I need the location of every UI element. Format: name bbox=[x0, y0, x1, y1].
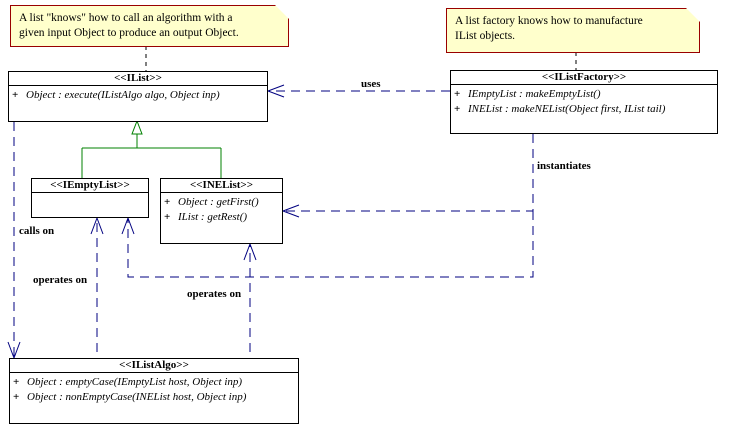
inelist-op-getrest: + IList : getRest() bbox=[164, 210, 279, 225]
iemptylist-class[interactable]: <<IEmptyList>> bbox=[31, 178, 149, 218]
ilist-note-line-2: given input Object to produce an output … bbox=[19, 27, 239, 39]
generalization-arrowhead bbox=[131, 119, 143, 135]
uses-label: uses bbox=[361, 78, 381, 90]
inelist-op-getfirst: + Object : getFirst() bbox=[164, 195, 279, 210]
operates-on-right-arrowhead bbox=[243, 242, 257, 261]
inelist-class-title: <<INEList>> bbox=[161, 179, 282, 193]
ilistalgo-class-title: <<IListAlgo>> bbox=[10, 359, 298, 373]
inelist-class[interactable]: <<INEList>> + Object : getFirst() + ILis… bbox=[160, 178, 283, 244]
op-signature: Object : emptyCase(IEmptyList host, Obje… bbox=[27, 376, 243, 388]
ilist-class-title: <<IList>> bbox=[9, 72, 267, 86]
ilistfactory-op-makenelist: + INEList : makeNEList(Object first, ILi… bbox=[454, 102, 714, 117]
op-signature: IList : getRest() bbox=[178, 211, 248, 223]
ilistfactory-class[interactable]: <<IListFactory>> + IEmptyList : makeEmpt… bbox=[450, 70, 718, 134]
factory-note-line-2: IList objects. bbox=[455, 30, 516, 42]
public-visibility-icon: + bbox=[13, 376, 20, 388]
op-signature: IEmptyList : makeEmptyList() bbox=[468, 88, 601, 100]
factory-note-line-1: A list factory knows how to manufacture bbox=[455, 15, 643, 27]
public-visibility-icon: + bbox=[164, 196, 171, 208]
instantiates-label: instantiates bbox=[537, 160, 591, 172]
iemptylist-arrowhead bbox=[121, 216, 135, 235]
ilistfactory-class-title: <<IListFactory>> bbox=[451, 71, 717, 85]
operates-on-left-arrowhead bbox=[90, 216, 104, 235]
public-visibility-icon: + bbox=[454, 88, 461, 100]
iemptylist-class-title: <<IEmptyList>> bbox=[32, 179, 148, 193]
public-visibility-icon: + bbox=[12, 89, 19, 101]
generalization-connector bbox=[81, 119, 222, 178]
ilistfactory-op-makeemptylist: + IEmptyList : makeEmptyList() bbox=[454, 87, 714, 102]
op-signature: Object : nonEmptyCase(INEList host, Obje… bbox=[27, 391, 247, 403]
instantiates-to-iemptylist-dependency bbox=[127, 211, 534, 278]
public-visibility-icon: + bbox=[454, 103, 461, 115]
ilist-op-execute: + Object : execute(IListAlgo algo, Objec… bbox=[12, 88, 264, 103]
ilist-note-line-1: A list "knows" how to call an algorithm … bbox=[19, 12, 233, 24]
op-signature: Object : getFirst() bbox=[178, 196, 259, 208]
public-visibility-icon: + bbox=[164, 211, 171, 223]
ilistalgo-class[interactable]: <<IListAlgo>> + Object : emptyCase(IEmpt… bbox=[9, 358, 299, 424]
instantiates-to-inelist-dependency bbox=[283, 134, 534, 212]
operates-on-right-label: operates on bbox=[187, 288, 242, 300]
inelist-arrowhead bbox=[281, 204, 300, 218]
op-signature: Object : execute(IListAlgo algo, Object … bbox=[26, 89, 220, 101]
public-visibility-icon: + bbox=[13, 391, 20, 403]
ilistalgo-op-nonemptycase: + Object : nonEmptyCase(INEList host, Ob… bbox=[13, 390, 295, 405]
uses-arrowhead bbox=[266, 84, 285, 98]
op-signature: INEList : makeNEList(Object first, IList… bbox=[468, 103, 666, 115]
ilist-class[interactable]: <<IList>> + Object : execute(IListAlgo a… bbox=[8, 71, 268, 122]
ilist-note: A list "knows" how to call an algorithm … bbox=[10, 5, 289, 47]
calls-on-label: calls on bbox=[19, 225, 55, 237]
ilistalgo-op-emptycase: + Object : emptyCase(IEmptyList host, Ob… bbox=[13, 375, 295, 390]
operates-on-left-label: operates on bbox=[33, 274, 88, 286]
factory-note: A list factory knows how to manufacture … bbox=[446, 8, 700, 53]
